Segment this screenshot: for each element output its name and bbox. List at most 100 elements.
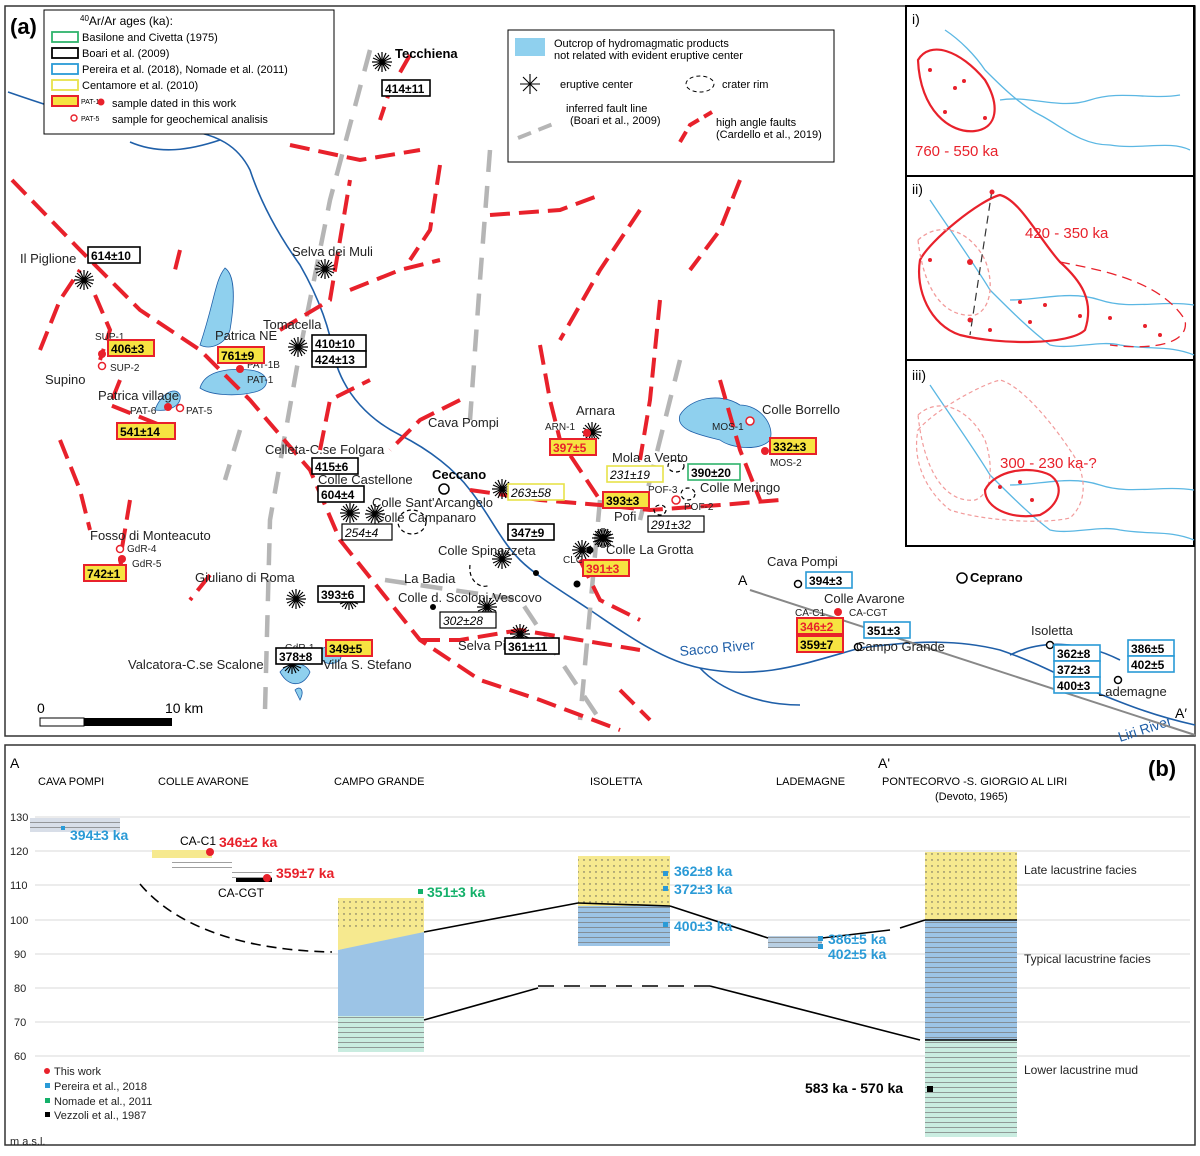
sacco-river-label: Sacco River: [679, 636, 756, 659]
text-label: ISOLETTA: [590, 776, 643, 788]
text-label: 614±10: [91, 249, 131, 263]
text-label: PAT-5: [81, 116, 100, 123]
label-pat1: PAT-1: [247, 375, 274, 386]
label-lademagne: Lademagne: [1098, 684, 1167, 699]
age-selva-piana: 361±11: [504, 637, 560, 655]
age-campo-grande: 351±3: [863, 621, 911, 639]
label-pat1b: PAT-1B: [247, 360, 280, 371]
text-label: 359±7 ka: [276, 865, 335, 881]
svg-text:inferred fault line: inferred fault line: [566, 103, 647, 115]
label-gdr4: GdR-4: [127, 544, 157, 555]
text-label: 254±4: [344, 526, 379, 540]
text-label: 351±3 ka: [427, 884, 486, 900]
text-label: iii): [912, 367, 926, 383]
correlation-lines: [139, 883, 1017, 1041]
label-giuliano: Giuliano di Roma: [195, 570, 295, 585]
label-villa: Villa S. Stefano: [323, 657, 412, 672]
text-label: 390±20: [691, 466, 731, 480]
age-giuliano: 393±6: [317, 585, 365, 603]
text-label: Nomade et al., 2011: [54, 1096, 152, 1108]
text-label: Basilone and Civetta (1975): [82, 32, 218, 44]
text-label: 362±8: [1057, 647, 1091, 661]
text-label: 346±2 ka: [219, 834, 278, 850]
text-label: 402±5 ka: [828, 946, 887, 962]
place-labels: Tecchiena Selva dei Muli Il Piglione Pat…: [20, 46, 1167, 699]
label-campanaro: Colle Campanaro: [375, 510, 476, 525]
text-label: 400±3 ka: [674, 918, 733, 934]
label-cava-pompi: Cava Pompi: [428, 415, 499, 430]
legend-ages: 40Ar/Ar ages (ka): Basilone and Civetta …: [43, 9, 335, 135]
label-meringo: Colle Meringo: [700, 480, 780, 495]
age-sup1: 406±3: [107, 339, 155, 357]
legend-b: This work Pereira et al., 2018 Nomade et…: [44, 1066, 152, 1122]
towns: [438, 483, 1123, 685]
inferred-faults: [222, 49, 683, 722]
label-selva-muli: Selva dei Muli: [292, 244, 373, 259]
text-label: 424±13: [315, 353, 355, 367]
label-pof2: POF-2: [684, 502, 714, 513]
text-label: CAMPO GRANDE: [334, 776, 424, 788]
text-label: eruptive center: [560, 79, 633, 91]
label-arcangelo: Colle Sant'Arcangelo: [372, 495, 493, 510]
text-label: Pereira et al., 2018: [54, 1081, 147, 1093]
label-colle-borrello: Colle Borrello: [762, 402, 840, 417]
hydro-outcrops: [154, 267, 772, 701]
age-spinazzeta: 347±9: [507, 523, 555, 541]
text-label: CA-CGT: [218, 886, 265, 900]
label-valcatora: Valcatora-C.se Scalone: [128, 657, 264, 672]
text-label: 372±3: [1057, 663, 1091, 677]
text-label: 742±1: [87, 567, 121, 581]
age-lademagne-1: 386±5: [1127, 639, 1175, 657]
text-label: COLLE AVARONE: [158, 776, 249, 788]
text-label: 397±5: [553, 441, 587, 455]
text-label: ii): [912, 181, 923, 197]
text-label: 130: [10, 812, 28, 824]
age-tomacella-2: 424±13: [311, 350, 367, 368]
crater-rims: [397, 459, 696, 587]
age-tomacella-1: 410±10: [311, 334, 367, 352]
text-label: 302±28: [443, 614, 483, 628]
label-mos2: MOS-2: [770, 458, 802, 469]
panel-b-label: (b): [1148, 756, 1176, 781]
label-spinazzeta: Colle Spinazzeta: [438, 543, 536, 558]
text-label: 393±3: [606, 494, 640, 508]
insets: i) 760 - 550 ka ii) 420 - 350 ka iii) 30…: [905, 5, 1195, 547]
age-borrello: 332±3: [769, 437, 817, 455]
text-label: 386±5 ka: [828, 931, 887, 947]
label-pat6: PAT-6: [130, 406, 157, 417]
age-mola: 231±19: [606, 465, 664, 483]
text-label: sample for geochemical analisis: [112, 114, 268, 126]
text-label: (Devoto, 1965): [935, 791, 1008, 803]
age-isoletta-2: 372±3: [1053, 660, 1101, 678]
text-label: 300 - 230 ka-?: [1000, 455, 1097, 472]
text-label: 349±5: [329, 642, 363, 656]
text-label: 402±5: [1131, 658, 1165, 672]
label-patrica-ne: Patrica NE: [215, 328, 277, 343]
age-pof2: 291±32: [647, 515, 705, 533]
age-celleta: 415±6: [311, 457, 359, 475]
logs: [30, 818, 1017, 1137]
label-tomacella: Tomacella: [263, 317, 322, 332]
age-tecchiena: 414±11: [381, 79, 431, 97]
text-label: 761±9: [221, 349, 255, 363]
age-arnara: 397±5: [549, 438, 597, 456]
text-label: 400±3: [1057, 679, 1091, 693]
facies-labels: Late lacustrine facies Typical lacustrin…: [1024, 863, 1151, 1077]
age-patrica-village: 541±14: [116, 422, 176, 440]
age-valcatora: 378±8: [275, 647, 323, 665]
age-scolopi: 302±28: [439, 611, 497, 629]
b-marker-a: A: [10, 755, 20, 771]
label-la-badia: La Badia: [404, 571, 456, 586]
age-campanaro: 254±4: [341, 523, 393, 541]
text-label: This work: [54, 1066, 102, 1078]
label-fosso: Fosso di Monteacuto: [90, 528, 211, 543]
text-label: Pereira et al. (2018), Nomade et al. (20…: [82, 64, 288, 76]
label-supino: Supino: [45, 372, 85, 387]
text-label: sample dated in this work: [112, 98, 237, 110]
text-label: i): [912, 11, 920, 27]
age-fosso: 742±1: [83, 564, 127, 582]
svg-text:not related with evident erupt: not related with evident eruptive center: [554, 50, 743, 62]
text-label: Vezzoli et al., 1987: [54, 1110, 146, 1122]
text-label: 100: [10, 915, 28, 927]
label-ca-cgt: CA-CGT: [849, 608, 887, 619]
